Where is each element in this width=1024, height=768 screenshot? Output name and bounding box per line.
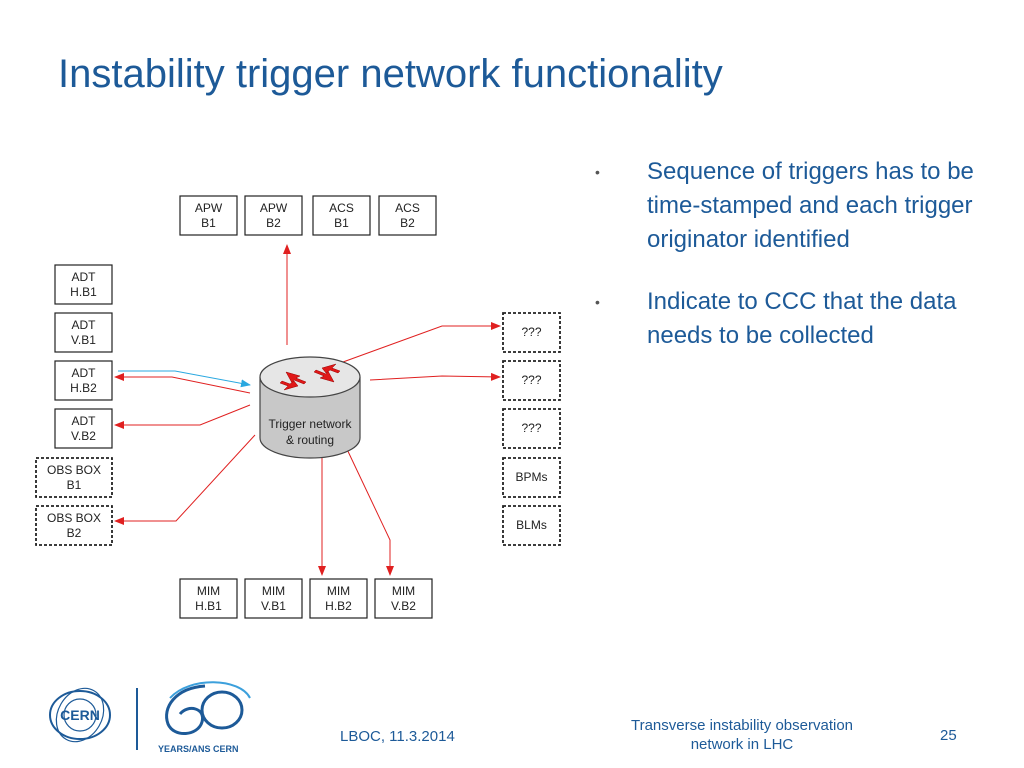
box-label: ???	[521, 421, 541, 435]
box-label: ADT	[72, 366, 97, 380]
cern-logo-icon: CERN	[49, 687, 111, 743]
bullet-text: Sequence of triggers has to be time-stam…	[647, 158, 974, 253]
arrow-to-unknown-2	[369, 372, 501, 381]
box-adt-hb1: ADT H.B1	[54, 264, 113, 305]
box-label: APW	[195, 201, 223, 215]
box-label: BLMs	[516, 518, 547, 532]
anniversary-logo-icon: YEARS/ANS CERN	[158, 681, 251, 754]
arrow-to-adt-hb2	[114, 373, 251, 394]
box-label: BPMs	[515, 470, 547, 484]
left-boxes: ADT H.B1 ADT V.B1 ADT H.B2 ADT V.B2 OBS …	[35, 264, 113, 546]
box-label: MIM	[197, 584, 220, 598]
box-adt-vb1: ADT V.B1	[54, 312, 113, 353]
cern-logo-text: CERN	[60, 707, 100, 723]
box-mim-hb2: MIM H.B2	[309, 578, 368, 619]
box-label: ACS	[329, 201, 354, 215]
box-label: OBS BOX	[47, 463, 101, 477]
box-label: H.B1	[70, 285, 97, 299]
box-mim-vb2: MIM V.B2	[374, 578, 433, 619]
box-label: APW	[260, 201, 288, 215]
box-label: V.B1	[71, 333, 96, 347]
box-bpms: BPMs	[502, 457, 561, 498]
box-blms: BLMs	[502, 505, 561, 546]
box-label: H.B1	[195, 599, 222, 613]
box-acs-b1: ACS B1	[312, 195, 371, 236]
bottom-boxes: MIM H.B1 MIM V.B1 MIM H.B2 MIM V.B2	[179, 578, 433, 619]
arrow-from-adt-hb2	[118, 370, 251, 388]
page-number: 25	[940, 727, 957, 744]
anniversary-logo-text: YEARS/ANS CERN	[158, 744, 239, 754]
box-label: H.B2	[325, 599, 352, 613]
router-icon	[279, 363, 341, 391]
top-boxes: APW B1 APW B2 ACS B1 ACS B2	[179, 195, 437, 236]
bullet-item: • Indicate to CCC that the data needs to…	[595, 285, 995, 353]
slide-title: Instability trigger network functionalit…	[58, 52, 723, 96]
box-unknown-1: ???	[502, 312, 561, 353]
arrow-to-adt-vb2	[114, 404, 251, 429]
bullet-marker: •	[595, 164, 600, 180]
box-label: B1	[201, 216, 216, 230]
box-label: ADT	[72, 270, 97, 284]
box-obs-b1: OBS BOX B1	[35, 457, 113, 498]
footer-subtitle: Transverse instability observation netwo…	[600, 716, 884, 754]
box-mim-vb1: MIM V.B1	[244, 578, 303, 619]
footer-event: LBOC, 11.3.2014	[340, 728, 455, 745]
box-label: ???	[521, 325, 541, 339]
router-label-line-2: & routing	[286, 433, 334, 447]
box-label: MIM	[392, 584, 415, 598]
box-apw-b1: APW B1	[179, 195, 238, 236]
router-top	[259, 356, 361, 398]
arrow-to-obs-b2	[114, 434, 256, 525]
box-apw-b2: APW B2	[244, 195, 303, 236]
bullet-item: • Sequence of triggers has to be time-st…	[595, 155, 995, 257]
box-label: MIM	[262, 584, 285, 598]
box-unknown-2: ???	[502, 360, 561, 401]
router-label-line-1: Trigger network	[269, 417, 353, 431]
box-acs-b2: ACS B2	[378, 195, 437, 236]
arrow-to-unknown-1	[342, 322, 501, 363]
right-boxes: ??? ??? ??? BPMs BLMs	[502, 312, 561, 546]
box-adt-vb2: ADT V.B2	[54, 408, 113, 449]
arrow-to-mim-vb2	[344, 444, 394, 576]
box-label: B1	[334, 216, 349, 230]
box-label: B1	[67, 478, 82, 492]
box-label: ACS	[395, 201, 420, 215]
box-label: V.B2	[71, 429, 96, 443]
box-label: B2	[400, 216, 415, 230]
box-mim-hb1: MIM H.B1	[179, 578, 238, 619]
box-label: ???	[521, 373, 541, 387]
logo-separator	[136, 688, 138, 750]
box-label: B2	[266, 216, 281, 230]
box-label: MIM	[327, 584, 350, 598]
box-label: B2	[67, 526, 82, 540]
bullet-text: Indicate to CCC that the data needs to b…	[647, 288, 957, 349]
box-obs-b2: OBS BOX B2	[35, 505, 113, 546]
router-body	[259, 377, 361, 459]
router-node: Trigger network & routing	[259, 356, 361, 459]
box-label: ADT	[72, 414, 97, 428]
footer-subtitle-line-1: Transverse instability observation	[630, 717, 854, 734]
bullet-marker: •	[595, 294, 600, 310]
box-label: ADT	[72, 318, 97, 332]
footer-subtitle-line-2: network in LHC	[690, 736, 794, 753]
bullet-list: • Sequence of triggers has to be time-st…	[595, 155, 995, 381]
box-unknown-3: ???	[502, 408, 561, 449]
connections	[114, 244, 501, 576]
box-label: H.B2	[70, 381, 97, 395]
box-adt-hb2: ADT H.B2	[54, 360, 113, 401]
box-label: V.B1	[261, 599, 286, 613]
box-label: V.B2	[391, 599, 416, 613]
box-label: OBS BOX	[47, 511, 101, 525]
